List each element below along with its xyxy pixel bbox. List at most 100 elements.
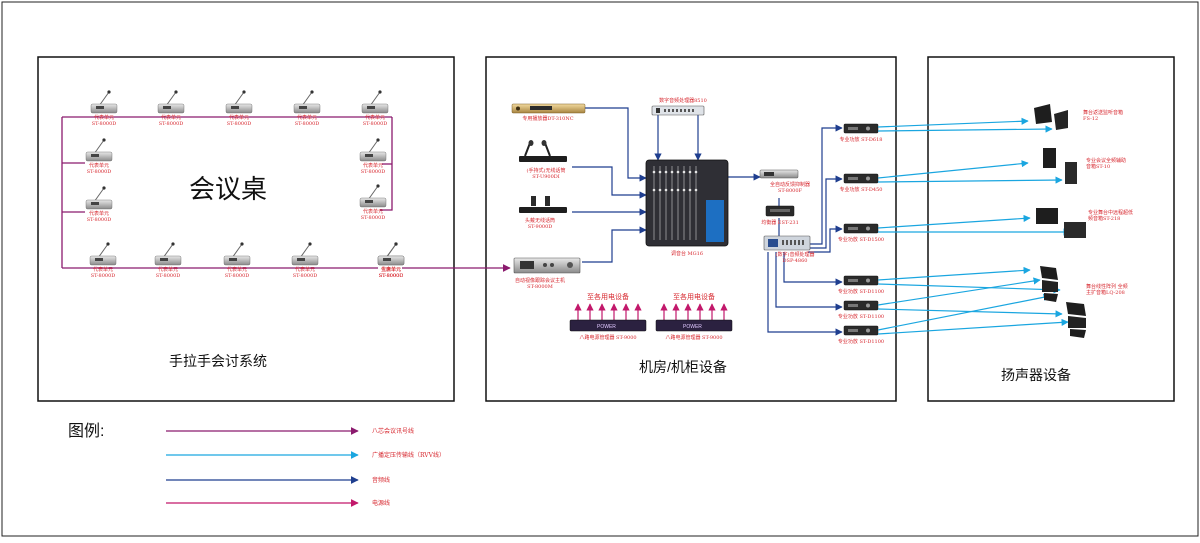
legend-item: 八芯会议讯号线 [166, 427, 414, 435]
unit-name: 代表单元 [161, 114, 181, 121]
power-manager-2: POWER [655, 319, 733, 332]
dvd-player-label: 专用播放器DT-310NC [522, 115, 573, 122]
unit-model: ST-8000D [227, 121, 252, 127]
legend-label: 电源线 [372, 499, 390, 507]
line-array-speakers [1040, 266, 1086, 338]
mixing-console-label: 调音台 MG16 [671, 250, 703, 257]
unit-model: ST-8000D [379, 273, 404, 279]
conference-fullrange-speakers [1043, 148, 1077, 184]
unit-name: 代表单元 [158, 266, 178, 273]
power-arrows [574, 303, 728, 320]
amp-label: 专业功放 ST-D1100 [838, 313, 884, 320]
legend-item: 音频线 [166, 476, 390, 484]
unit-name: 代表单元 [295, 266, 315, 273]
audio-processor [763, 235, 811, 251]
stage-monitor-speakers [1034, 104, 1068, 130]
unit-name: 代表单元 [93, 266, 113, 273]
unit-model: ST-8000D [156, 273, 181, 279]
speaker-section-title: 扬声器设备 [1001, 367, 1071, 383]
power-manager-1-label: 八路电源管理器 ST-9000 [579, 334, 636, 341]
power-manager-2-label: 八路电源管理器 ST-9000 [665, 334, 722, 341]
unit-name: 代表单元 [363, 208, 383, 215]
unit-name: 代表单元 [365, 114, 385, 121]
equalizer-label: 均衡器 EST-231 [761, 219, 799, 226]
unit-name: 代表单元 [363, 162, 383, 169]
mixing-console [645, 159, 729, 247]
units-layer: 代表单元ST-8000D代表单元ST-8000D代表单元ST-8000D代表单元… [85, 90, 405, 279]
unit-name: 主席单元 [381, 266, 401, 273]
dvd-player [511, 103, 586, 114]
unit-model: ST-8000D [295, 121, 320, 127]
broadcast-wiring [877, 117, 1071, 335]
unit-model: ST-8000D [87, 169, 112, 175]
legend-item: 广播定压传输线（RVV线） [166, 451, 445, 459]
conference-section-title: 手拉手会讨系统 [169, 353, 267, 369]
legend-title: 图例: [68, 422, 104, 440]
unit-model: ST-8000D [361, 215, 386, 221]
cabinet-section-box [485, 56, 897, 402]
unit-model: ST-8000D [159, 121, 184, 127]
unit-model: ST-8000D [361, 169, 386, 175]
unit-model: ST-8000D [225, 273, 250, 279]
unit-model: ST-8000C [379, 273, 404, 279]
conference-chain-wiring [61, 116, 393, 269]
unit-model: ST-8000D [91, 273, 116, 279]
cabinet-section-title: 机房/机柜设备 [639, 359, 727, 375]
power-amplifier: 专业功放 ST-D1100 [838, 300, 884, 320]
power-amplifier: 专业功放 ST-D1100 [838, 325, 884, 345]
unit-model: ST-8000D [87, 217, 112, 223]
digital-processor-top [651, 105, 705, 116]
legend-label: 八芯会议讯号线 [372, 427, 414, 435]
legend-item: 电源线 [166, 499, 390, 507]
feedback-suppressor [759, 169, 799, 179]
svg-text:POWER: POWER [597, 324, 616, 330]
power-dest-label-2: 至各用电设备 [673, 292, 715, 301]
legend-label: 音频线 [372, 476, 390, 484]
unit-name: 代表单元 [89, 210, 109, 217]
digital-processor-top-label: 数字音频处理器8510 [659, 97, 707, 104]
wireless-headset-mic [519, 196, 567, 213]
unit-model: ST-8000D [363, 121, 388, 127]
unit-name: 代表单元 [381, 266, 401, 273]
audio-wiring [572, 107, 843, 336]
svg-text:POWER: POWER [683, 324, 702, 330]
speaker-section-box [927, 56, 1175, 402]
subwoofer-speakers [1036, 208, 1086, 238]
unit-model: ST-8000D [293, 273, 318, 279]
unit-name: 代表单元 [227, 266, 247, 273]
speaker-4-label: 舞台线性阵列 全频主扩音箱LQ-208 [1086, 283, 1128, 296]
conference-section-box [37, 56, 455, 402]
power-amplifier: 专业功放 ST-D618 [840, 123, 882, 143]
conference-table-label: 会议桌 [189, 174, 267, 204]
speaker-2-label: 专业会议全频辅助音箱ST-10 [1086, 157, 1126, 170]
power-manager-1: POWER [569, 319, 647, 332]
amp-label: 专业功放 ST-D1500 [838, 236, 884, 243]
legend-label: 广播定压传输线（RVV线） [372, 451, 445, 459]
unit-name: 代表单元 [94, 114, 114, 121]
unit-model: ST-8000D [92, 121, 117, 127]
